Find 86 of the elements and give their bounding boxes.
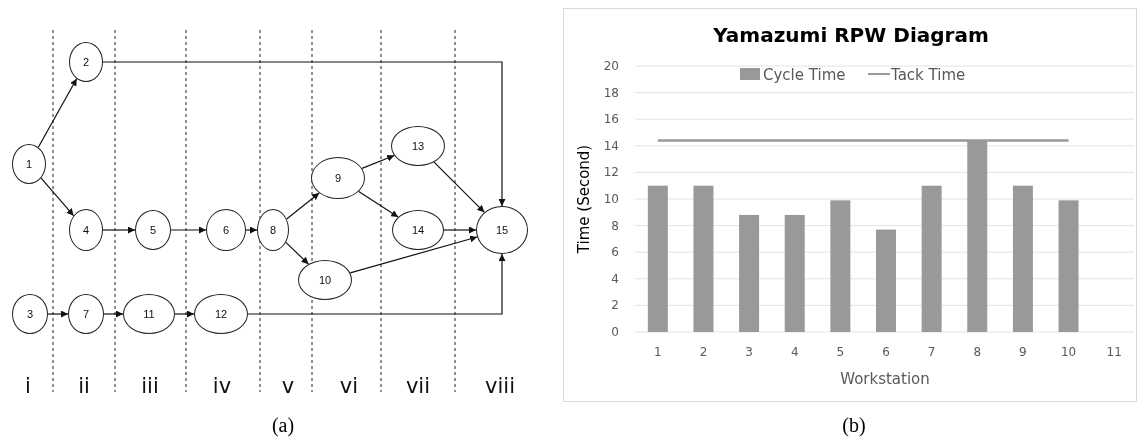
tick-label: 20 bbox=[603, 59, 619, 73]
process-circle bbox=[194, 294, 248, 334]
process-circle bbox=[392, 210, 444, 250]
tick-label: 4 bbox=[611, 271, 619, 286]
tick-label: 10 bbox=[1060, 345, 1077, 359]
node-number: 2 bbox=[82, 56, 90, 68]
tick-label: 6 bbox=[611, 245, 619, 260]
arrow bbox=[37, 78, 78, 148]
panel-label: (b) bbox=[842, 413, 866, 437]
process-circle bbox=[69, 209, 103, 251]
column-label: v bbox=[281, 374, 295, 398]
arrow bbox=[433, 161, 485, 213]
tick-label: 2 bbox=[699, 345, 708, 359]
legend-item: Cycle Time bbox=[740, 66, 846, 84]
node-number: 8 bbox=[269, 224, 277, 236]
process-circle bbox=[68, 294, 104, 334]
tick-label: 12 bbox=[603, 165, 619, 180]
tick-label: 18 bbox=[603, 85, 619, 100]
axis-title: Workstation bbox=[840, 370, 930, 388]
node-number: 1 bbox=[25, 158, 33, 170]
tick-label: 8 bbox=[973, 345, 982, 359]
node-number: 3 bbox=[26, 308, 34, 320]
tick-label: 8 bbox=[611, 218, 619, 233]
process-circle bbox=[69, 42, 103, 82]
column-label: viii bbox=[485, 374, 515, 398]
arrow bbox=[40, 177, 75, 217]
arrow bbox=[103, 310, 124, 318]
arrow bbox=[247, 253, 506, 315]
tick-label: 2 bbox=[611, 298, 619, 313]
node-number: 4 bbox=[82, 224, 90, 236]
node-number: 9 bbox=[334, 172, 342, 184]
process-circle bbox=[135, 210, 171, 250]
node-number: 10 bbox=[318, 274, 332, 286]
process-circle bbox=[12, 294, 48, 334]
arrow bbox=[286, 192, 320, 220]
node-number: 12 bbox=[214, 308, 228, 320]
chart-title: Yamazumi RPW Diagram bbox=[713, 23, 989, 47]
process-circle bbox=[476, 206, 528, 254]
arrow bbox=[349, 235, 478, 274]
node-number: 13 bbox=[411, 140, 425, 152]
tick-label: 9 bbox=[1019, 345, 1027, 359]
legend-item: Tack Time bbox=[867, 66, 966, 84]
arrow bbox=[47, 310, 69, 318]
legend-label: Cycle Time bbox=[763, 66, 846, 84]
process-circle bbox=[12, 144, 46, 184]
process-circle bbox=[123, 294, 175, 334]
process-circle bbox=[257, 209, 289, 251]
tick-label: 6 bbox=[882, 345, 890, 359]
column-label: vi bbox=[339, 374, 359, 398]
column-label: vii bbox=[405, 374, 431, 398]
arrow bbox=[443, 226, 477, 234]
node-number: 14 bbox=[411, 224, 425, 236]
legend-label: Tack Time bbox=[890, 66, 966, 84]
node-number: 15 bbox=[495, 224, 509, 236]
tick-label: 3 bbox=[745, 345, 753, 359]
arrow bbox=[102, 226, 136, 234]
column-label: ii bbox=[78, 374, 90, 398]
tick-label: 1 bbox=[654, 345, 662, 359]
process-circle bbox=[391, 126, 445, 166]
node-number: 7 bbox=[82, 308, 90, 320]
axis-title: Time (Second) bbox=[575, 144, 593, 254]
arrow bbox=[245, 226, 258, 234]
arrow bbox=[361, 154, 395, 169]
column-label: iv bbox=[212, 374, 232, 398]
arrow bbox=[358, 190, 399, 218]
node-number: 5 bbox=[149, 224, 157, 236]
panel-label: (a) bbox=[271, 413, 295, 437]
tick-label: 4 bbox=[790, 345, 799, 359]
tick-label: 5 bbox=[836, 345, 845, 359]
arrow bbox=[170, 226, 207, 234]
tick-label: 0 bbox=[611, 325, 619, 339]
node-number: 11 bbox=[143, 308, 155, 320]
node-number: 6 bbox=[222, 224, 230, 236]
column-label: i bbox=[25, 374, 31, 398]
arrow bbox=[102, 61, 506, 207]
column-label: iii bbox=[141, 374, 159, 398]
process-circle bbox=[206, 209, 246, 251]
tick-label: 14 bbox=[603, 138, 619, 153]
arrow bbox=[285, 241, 310, 265]
tick-label: 7 bbox=[927, 345, 936, 359]
tick-label: 16 bbox=[603, 112, 619, 127]
tick-label: 11 bbox=[1106, 345, 1122, 359]
process-circle bbox=[298, 260, 352, 300]
tick-label: 10 bbox=[603, 192, 619, 206]
process-circle bbox=[311, 157, 365, 199]
arrow bbox=[174, 310, 195, 318]
